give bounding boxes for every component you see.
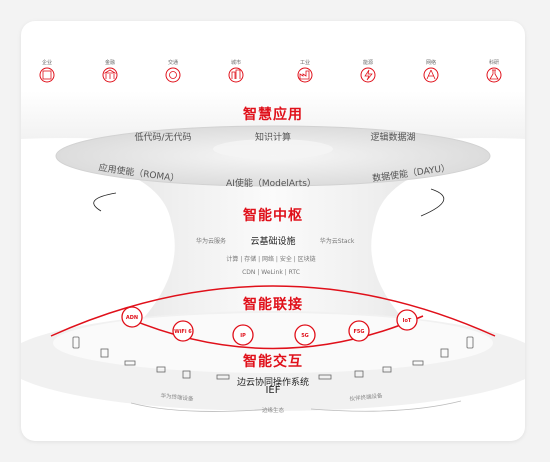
ecosystem-label: 边缘生态 (261, 408, 285, 414)
node-label: 5G (301, 333, 309, 339)
disc-center (213, 139, 333, 159)
cat-label: 工业 (299, 60, 311, 66)
device-icons (72, 336, 474, 380)
ief-label: IEF (265, 385, 281, 396)
connect-title: 智能联接 (243, 297, 303, 313)
node-label: IoT (403, 318, 412, 324)
router-icon (440, 348, 449, 358)
hub-line1: 计算 | 存储 | 网络 | 安全 | 区块链 (226, 256, 316, 263)
cat-label: 能源 (362, 60, 374, 66)
app-item: 低代码/无代码 (134, 133, 192, 143)
device-icon (412, 360, 424, 366)
device-icon (318, 374, 332, 380)
os-label: 边云协同操作系统 (236, 378, 310, 388)
device-icon (182, 370, 191, 379)
device-icon (156, 366, 166, 373)
cat-label: 科研 (488, 60, 500, 66)
node-ip: IP (232, 324, 254, 346)
red-ring (50, 285, 496, 337)
node-iot: IoT (396, 309, 418, 331)
node-label: F5G (354, 329, 365, 335)
diagram-card: 企业 金融 交通 城市 工业 能源 网络 科研 智慧应用 低代码/无代码 知识计… (21, 21, 525, 441)
node-label: WiFi 6 (174, 329, 192, 335)
app-item: 知识计算 (254, 133, 292, 143)
device-icon (382, 366, 392, 373)
node-f5g: F5G (348, 320, 370, 342)
device-icon (354, 370, 364, 378)
bottom-line-right (310, 400, 462, 412)
bank-icon (102, 67, 118, 83)
phone-icon (466, 336, 474, 349)
node-5g: 5G (294, 324, 316, 346)
cat-label: 企业 (41, 60, 53, 66)
cat-label: 交通 (167, 60, 179, 66)
cat-label: 网络 (425, 60, 437, 66)
bottom-plane-inner (53, 313, 493, 373)
node-wifi6: WiFi 6 (172, 320, 194, 342)
bottom-line-left (130, 402, 272, 412)
node-label: ADN (126, 315, 138, 321)
device-icon (216, 374, 230, 380)
building-icon (39, 67, 55, 83)
research-icon (486, 67, 502, 83)
device-icon (124, 360, 136, 366)
energy-icon (360, 67, 376, 83)
hub-left: 华为云服务 (195, 238, 227, 245)
router-icon (100, 348, 109, 358)
smart-app-title: 智慧应用 (243, 107, 303, 123)
hub-title: 智能中枢 (243, 208, 303, 224)
hub-center: 云基础设施 (250, 237, 296, 247)
funnel-graphic (21, 91, 525, 412)
cat-label: 城市 (230, 60, 242, 66)
enable-item: AI使能（ModelArts） (226, 179, 316, 189)
app-item: 逻辑数据湖 (370, 133, 416, 143)
factory-icon (297, 67, 313, 83)
node-label: IP (240, 333, 246, 339)
hub-right: 华为云Stack (319, 238, 355, 245)
swoosh-left (93, 192, 117, 212)
city-icon (228, 67, 244, 83)
swoosh-right (420, 188, 445, 217)
top-icons-svg (39, 67, 502, 83)
node-adn: ADN (121, 306, 143, 328)
network-icon (423, 67, 439, 83)
hub-line2: CDN | WeLink | RTC (242, 269, 300, 276)
connect-nodes-svg: ADN WiFi 6 IP 5G F5G IoT (72, 306, 474, 380)
red-ring-front (122, 315, 424, 350)
interact-title: 智能交互 (243, 354, 303, 370)
transport-icon (165, 67, 181, 83)
phone-icon (72, 336, 80, 349)
cat-label: 金融 (104, 60, 116, 66)
